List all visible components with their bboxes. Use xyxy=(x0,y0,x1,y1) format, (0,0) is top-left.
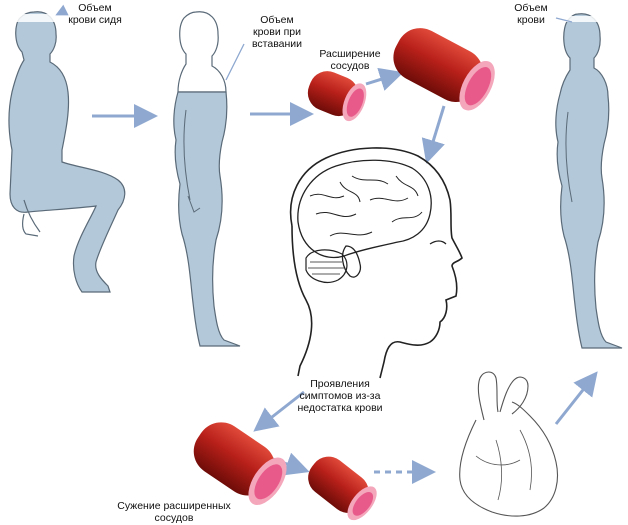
vessel-constricted-small xyxy=(301,449,382,525)
sitting-volume-band xyxy=(12,14,58,22)
heart-illustration xyxy=(460,372,558,516)
aorta xyxy=(478,372,528,420)
eye xyxy=(430,241,446,244)
label-dilation: Расширение сосудов xyxy=(312,48,388,72)
arrow-vessel-to-brain xyxy=(428,106,444,158)
label-constriction: Сужение расширенных сосудов xyxy=(108,500,240,524)
arrow-vessel-small-to-large xyxy=(366,74,398,84)
vessel-dilated-small xyxy=(302,66,371,125)
label-recovered-volume: Объем крови xyxy=(508,2,554,26)
arrow-heart-to-recovered xyxy=(556,376,594,424)
label-standing-volume: Объем крови при вставании xyxy=(246,14,308,50)
sitting-person-body xyxy=(9,12,125,292)
label-sitting-volume: Объем крови сидя xyxy=(58,2,132,26)
head-outline xyxy=(291,148,462,378)
vessel-constricting-large xyxy=(184,413,294,511)
head-brain-illustration xyxy=(291,148,462,378)
recovered-person-body xyxy=(556,14,622,348)
vessel-dilated-large xyxy=(385,20,502,117)
brain-outline xyxy=(298,160,431,257)
sitting-person-figure xyxy=(9,12,125,292)
recovered-person-figure xyxy=(556,14,622,348)
standing-person-figure xyxy=(174,12,240,346)
standing-person-head-outline xyxy=(178,12,226,92)
cerebellum xyxy=(306,250,347,282)
label-symptoms: Проявления симптомов из-за недостатка кр… xyxy=(284,378,396,414)
heart-outline xyxy=(460,402,558,516)
label-pointer-standing xyxy=(226,44,244,80)
